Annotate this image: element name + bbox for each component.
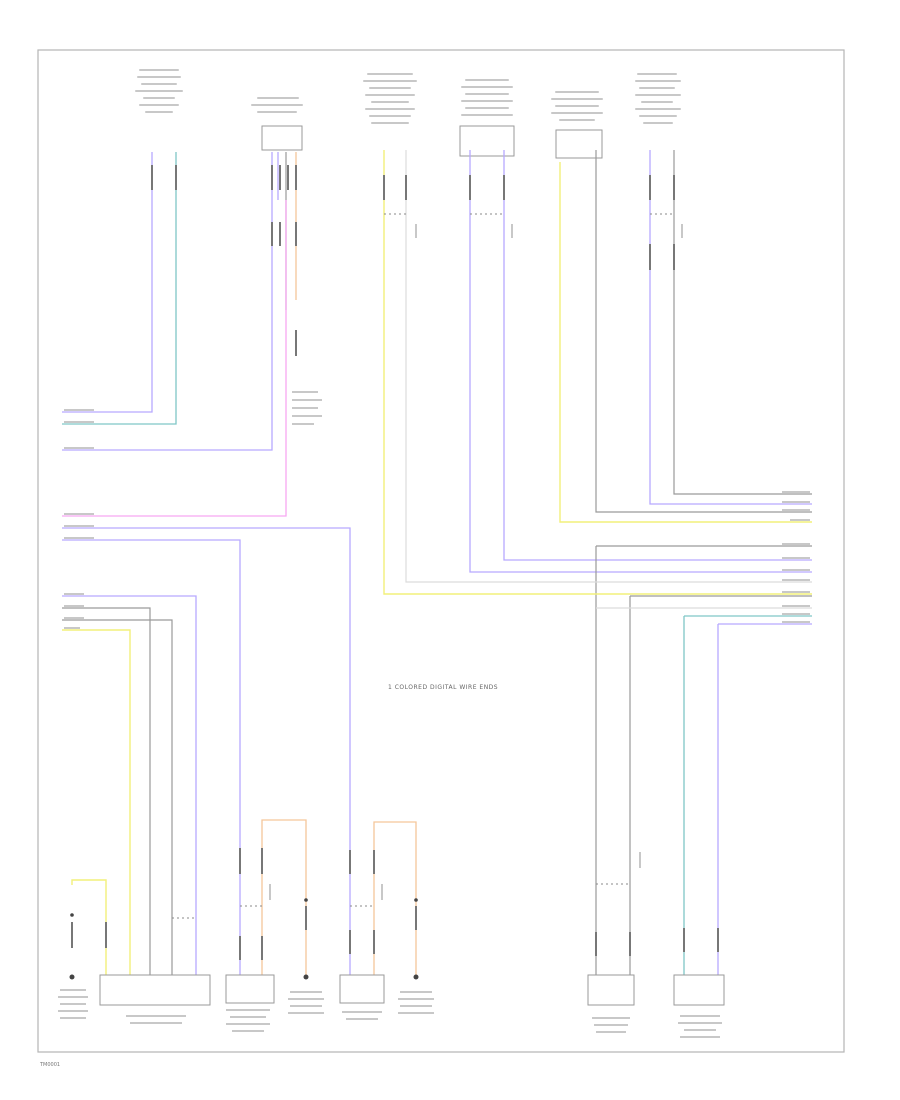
right-bus-labels [782, 491, 810, 623]
bottom-component-labels [58, 989, 722, 1038]
bottom-component-boxes [99, 974, 725, 1006]
terminal-dots [69, 898, 419, 980]
wire-group-gray [62, 150, 812, 975]
wire-code-marks [71, 165, 719, 960]
top-component-labels [135, 69, 681, 124]
footer-code: TM0001 [40, 1062, 61, 1068]
wire-group-white [405, 150, 812, 609]
legend-note: 1 COLORED DIGITAL WIRE ENDS [388, 684, 499, 691]
wire-group-orange [261, 152, 417, 975]
wire-group-yellow [62, 150, 812, 975]
wire-group-violet [62, 150, 812, 975]
diagram-frame [37, 49, 845, 1053]
left-bus-labels [64, 409, 94, 629]
side-labels [269, 224, 683, 900]
top-connector-boxes [261, 125, 603, 159]
wire-group-teal [62, 152, 812, 975]
splice-marks [172, 213, 674, 919]
wire-group-pink [62, 200, 287, 517]
